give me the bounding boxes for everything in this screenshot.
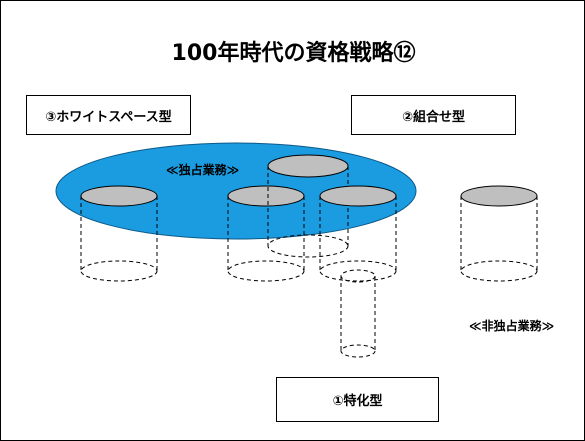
specialized-type-label: ①特化型	[332, 394, 383, 409]
cylinder-right-inner	[319, 185, 397, 282]
whitespace-type-box: ③ホワイトスペース型	[26, 95, 191, 135]
cylinder-left	[80, 185, 158, 282]
cylinder-specialized	[340, 269, 376, 358]
cylinder-center	[227, 185, 305, 282]
cylinder-combination	[267, 154, 349, 258]
cylinder-non-exclusive	[460, 185, 538, 282]
whitespace-type-label: ③ホワイトスペース型	[45, 109, 172, 125]
exclusive-business-label: ≪独占業務≫	[166, 163, 240, 177]
combination-type-label: ②組合せ型	[401, 109, 465, 125]
non-exclusive-business-label: ≪非独占業務≫	[469, 319, 555, 333]
combination-type-box: ②組合せ型	[351, 95, 516, 135]
cylinders-group	[80, 154, 538, 358]
specialized-type-box: ①特化型	[276, 377, 439, 422]
page-title: 100年時代の資格戦略⑫	[171, 41, 416, 66]
